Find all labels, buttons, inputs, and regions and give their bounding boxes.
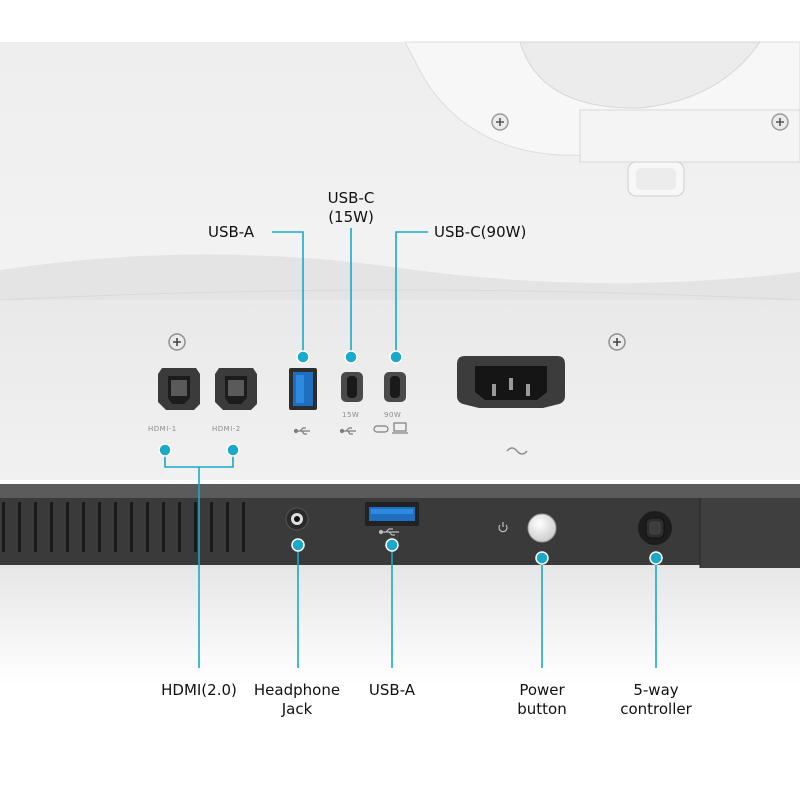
usb-symbol-icon — [339, 427, 356, 435]
stand-recess — [519, 41, 761, 109]
hdmi1-marking: HDMI-1 — [148, 425, 177, 433]
stand-latch-inner — [636, 168, 676, 190]
screw-icon — [771, 113, 789, 131]
panel-curve — [0, 254, 800, 300]
stand-bracket — [579, 109, 800, 163]
usb-c-symbol-icon — [373, 425, 389, 433]
usb-c-port-icon[interactable] — [341, 372, 363, 402]
usb-symbol-icon — [378, 528, 399, 536]
power-symbol-icon — [498, 522, 508, 533]
usb-a-port-icon[interactable] — [289, 368, 317, 410]
c15-marking: 15W — [342, 411, 360, 419]
vent-grille — [2, 502, 245, 552]
usb-a-rear-label: USB-A — [208, 223, 255, 241]
screw-icon — [608, 333, 626, 351]
usb-symbol-icon — [293, 427, 310, 435]
hdmi2-marking: HDMI-2 — [212, 425, 241, 433]
screw-icon — [491, 113, 509, 131]
headphone-jack-icon[interactable] — [285, 507, 309, 531]
controller-label-line1: 5-way — [633, 681, 679, 699]
usb-a-port-icon[interactable] — [365, 502, 419, 526]
ac-symbol-icon — [506, 447, 528, 455]
laptop-icon — [392, 422, 408, 434]
callout-lines — [164, 228, 657, 668]
power-socket-icon — [457, 356, 565, 408]
power-button-label-line1: Power — [519, 681, 565, 699]
usb-a-front-label: USB-A — [368, 681, 416, 699]
usb-c-90w-label: USB-C(90W) — [434, 223, 527, 241]
usb-c-15w-label-line2: (15W) — [328, 208, 374, 226]
hdmi-port-icon[interactable] — [158, 368, 200, 410]
usb-c-15w-label-line1: USB-C — [327, 189, 375, 207]
five-way-controller[interactable] — [638, 511, 672, 545]
headphone-jack-label-line2: Jack — [281, 700, 313, 718]
power-button-label-line2: button — [517, 700, 567, 718]
c90-marking: 90W — [384, 411, 402, 419]
callout-dots — [158, 350, 663, 565]
controller-label-line2: controller — [620, 700, 692, 718]
headphone-jack-label-line1: Headphone — [253, 681, 341, 699]
power-button[interactable] — [527, 513, 557, 543]
hdmi-label: HDMI(2.0) — [161, 681, 237, 699]
hdmi-port-icon[interactable] — [215, 368, 257, 410]
bottom-shadow — [0, 565, 800, 685]
screw-icon — [168, 333, 186, 351]
usb-c-port-icon[interactable] — [384, 372, 406, 402]
